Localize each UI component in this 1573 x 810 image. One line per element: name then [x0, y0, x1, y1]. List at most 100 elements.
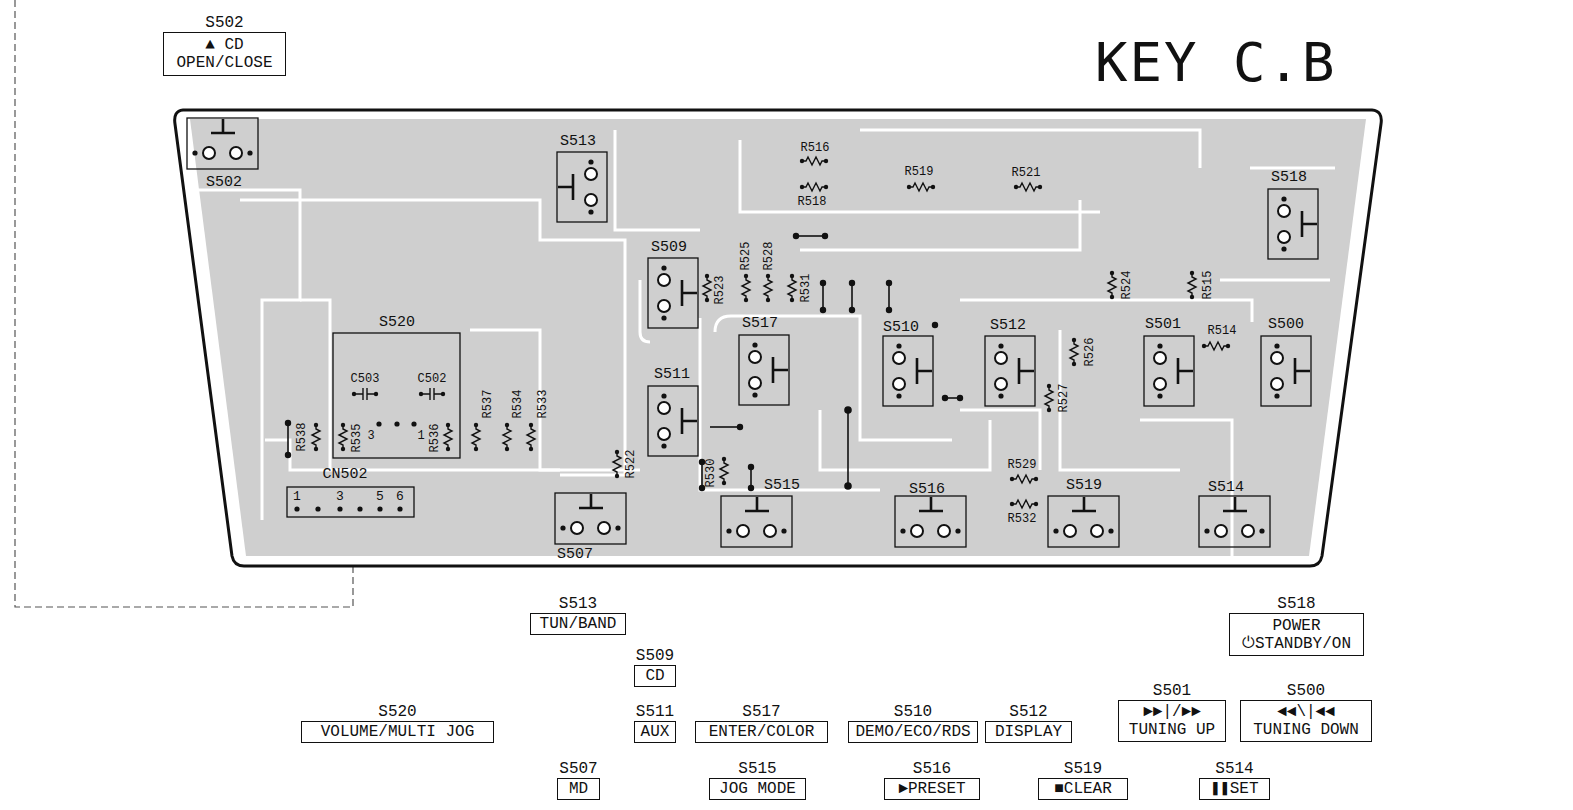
- copper-area: [190, 119, 1366, 556]
- function-label: ►PRESET: [898, 780, 965, 798]
- function-label-box: S507MD: [557, 778, 600, 800]
- function-label-box: S515JOG MODE: [709, 778, 806, 800]
- label-body: TUN/BAND: [540, 615, 617, 633]
- function-label-box: S502▲ CD OPEN/CLOSE: [163, 32, 286, 76]
- switch-reference: S515: [764, 478, 800, 493]
- capacitor-reference: C502: [418, 373, 447, 385]
- switch-reference: S513: [560, 134, 596, 149]
- switch-reference: S519: [1064, 760, 1102, 778]
- jog-pins: [352, 392, 445, 427]
- function-label-box: S517ENTER/COLOR: [695, 721, 828, 743]
- switch-reference: S517: [742, 316, 778, 331]
- switch-reference: S501: [1145, 317, 1181, 332]
- switch-reference: S518: [1271, 170, 1307, 185]
- switch-reference: S515: [738, 760, 776, 778]
- switch-reference: S517: [742, 703, 780, 721]
- function-label: ►►|/►► TUNING UP: [1124, 703, 1220, 739]
- switch-reference: S512: [1009, 703, 1047, 721]
- switch-reference: S513: [559, 595, 597, 613]
- resistor-reference: R518: [798, 196, 827, 208]
- switch-reference: S519: [1066, 478, 1102, 493]
- switch-reference: S510: [883, 320, 919, 335]
- function-label: TUN/BAND: [540, 615, 617, 633]
- function-label-box: S513TUN/BAND: [530, 613, 626, 635]
- function-label: DISPLAY: [995, 723, 1062, 741]
- jog-footprint: [333, 333, 460, 458]
- function-label-box: S519■CLEAR: [1038, 778, 1128, 800]
- pin-number: 1: [417, 430, 424, 442]
- resistor-reference: R522: [625, 450, 637, 479]
- function-label: JOG MODE: [719, 780, 796, 798]
- connector-footprint: [287, 487, 414, 517]
- resistor-reference: R528: [763, 242, 775, 271]
- pin-number: 1: [293, 490, 301, 503]
- resistor-reference: R523: [714, 276, 726, 305]
- function-label: ▲ CD OPEN/CLOSE: [170, 36, 280, 72]
- resistor-reference: R521: [1012, 167, 1041, 179]
- function-label-box: S510DEMO/ECO/RDS: [848, 721, 978, 743]
- connector-reference: CN502: [322, 467, 367, 482]
- switch-reference: S518: [1277, 595, 1315, 613]
- pin-number: 5: [376, 490, 384, 503]
- function-label: ENTER/COLOR: [709, 723, 815, 741]
- resistor-reference: R514: [1208, 325, 1237, 337]
- label-body: ▲ CD OPEN/CLOSE: [170, 36, 280, 72]
- label-body: ◄◄\|◄◄ TUNING DOWN: [1249, 703, 1363, 739]
- switch-reference: S511: [654, 367, 690, 382]
- switch-reference: S500: [1287, 682, 1325, 700]
- label-body: DISPLAY: [995, 723, 1062, 741]
- function-label-box: S518POWER ⏻STANDBY/ON: [1229, 613, 1364, 656]
- board-outline: [175, 110, 1382, 566]
- function-label: MD: [569, 780, 588, 798]
- switch-reference: S502: [206, 175, 242, 190]
- switch-reference: S512: [990, 318, 1026, 333]
- resistor-reference: R525: [740, 242, 752, 271]
- pin-number: 6: [396, 490, 404, 503]
- switch-reference: S516: [913, 760, 951, 778]
- function-label-box: S514❚❚SET: [1199, 778, 1270, 800]
- resistor-reference: R536: [429, 424, 441, 453]
- function-label: ◄◄\|◄◄ TUNING DOWN: [1249, 703, 1363, 739]
- resistor-reference: R526: [1084, 338, 1096, 367]
- function-label: VOLUME/MULTI JOG: [321, 723, 475, 741]
- label-body: POWER ⏻STANDBY/ON: [1237, 617, 1357, 653]
- label-body: VOLUME/MULTI JOG: [321, 723, 475, 741]
- resistor-reference: R519: [905, 166, 934, 178]
- board-title: KEY C.B: [1095, 36, 1337, 90]
- switch-reference: S520: [379, 315, 415, 330]
- label-body: DEMO/ECO/RDS: [855, 723, 970, 741]
- resistor-reference: R538: [296, 423, 308, 452]
- switch-reference: S500: [1268, 317, 1304, 332]
- function-label-box: S509CD: [634, 665, 676, 687]
- resistor-reference: R531: [800, 274, 812, 303]
- label-body: ❚❚SET: [1210, 780, 1258, 798]
- function-label: CD: [645, 667, 664, 685]
- function-label-box: S500◄◄\|◄◄ TUNING DOWN: [1240, 700, 1372, 742]
- function-label-box: S511AUX: [634, 721, 676, 743]
- label-body: AUX: [641, 723, 670, 741]
- resistor-reference: R524: [1121, 271, 1133, 300]
- switch-reference: S507: [559, 760, 597, 778]
- connector-pins: [294, 506, 402, 511]
- function-label-box: S501►►|/►► TUNING UP: [1118, 700, 1226, 742]
- switch-reference: S509: [636, 647, 674, 665]
- label-body: CD: [645, 667, 664, 685]
- switch-reference: S509: [651, 240, 687, 255]
- capacitor-reference: C503: [351, 373, 380, 385]
- pin-number: 3: [367, 430, 374, 442]
- jumper-wire: [286, 234, 963, 491]
- copper-isolation: [195, 130, 1335, 556]
- switch-reference: S502: [205, 14, 243, 32]
- resistor-reference: R529: [1008, 459, 1037, 471]
- function-label-box: S512DISPLAY: [985, 721, 1072, 743]
- function-label: ❚❚SET: [1210, 780, 1258, 798]
- resistor-reference: R532: [1008, 513, 1037, 525]
- resistor-reference: R535: [351, 424, 363, 453]
- switch-reference: S511: [636, 703, 674, 721]
- label-body: MD: [569, 780, 588, 798]
- label-body: ENTER/COLOR: [709, 723, 815, 741]
- resistor-reference: R515: [1202, 271, 1214, 300]
- resistor-reference: R516: [801, 142, 830, 154]
